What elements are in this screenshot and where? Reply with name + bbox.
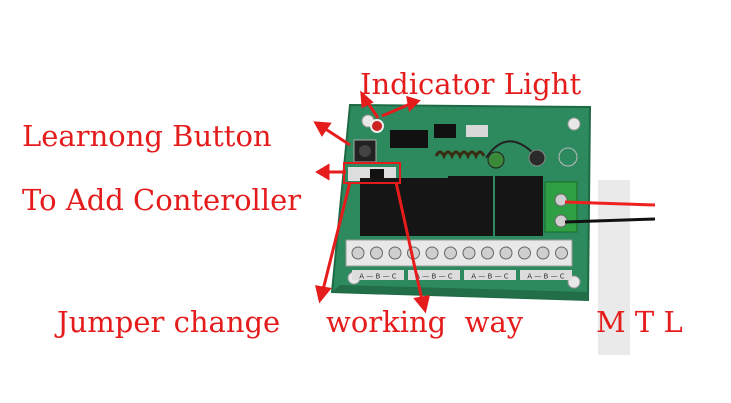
ic-chip [434, 124, 456, 138]
terminal-screw [481, 246, 494, 260]
arrow-jumper [321, 181, 352, 291]
crystal [466, 125, 488, 137]
background-panel [598, 180, 630, 355]
black-wire [564, 217, 656, 224]
relay-3 [448, 176, 493, 236]
annotation-arrows [313, 90, 430, 314]
indicator-led [370, 119, 384, 133]
terminal-screw [555, 246, 568, 260]
capacitor [487, 151, 505, 169]
silkscreen-circle [558, 147, 578, 167]
arrow-indicator-right [381, 102, 411, 118]
terminal-group-label: A — B — C [527, 273, 564, 281]
terminal-group-label: A — B — C [359, 273, 396, 281]
terminal-group-label: A — B — C [471, 273, 508, 281]
terminal-screw [351, 246, 365, 260]
terminal-label-bg [464, 270, 516, 280]
terminal-label-strip: A — B — C A — B — C A — B — C A — B — C [352, 270, 572, 281]
terminal-screw [425, 246, 439, 260]
arrow-head [413, 295, 430, 314]
arrow-head [315, 163, 330, 181]
arrow-working [394, 181, 424, 301]
red-wire [564, 200, 656, 207]
terminal-group-label: A — B — C [415, 273, 452, 281]
learning-button-label: Learnong Button [22, 119, 272, 153]
learning-button-cap [359, 145, 371, 157]
add-controller-label: To Add Conteroller [22, 183, 302, 217]
jumper-change-label: Jumper change [57, 305, 281, 339]
mtl-label: M T L [596, 305, 683, 339]
arrow-head [406, 95, 421, 113]
power-screw [554, 193, 568, 207]
arrow-head [315, 285, 332, 304]
terminal-strip [345, 239, 573, 267]
terminal-screw [499, 246, 513, 260]
antenna-wire [485, 140, 533, 159]
ic-chip [390, 130, 428, 148]
jumper-cap [370, 169, 384, 179]
pcb-edge [332, 285, 588, 300]
arrow-learning [323, 126, 351, 147]
working-way-label: working way [326, 305, 524, 339]
terminal-screw [388, 246, 402, 260]
terminal-label-bg [408, 270, 460, 280]
terminal-screws [351, 246, 568, 260]
terminal-label-bg [520, 270, 572, 280]
arrow-head [313, 121, 332, 137]
arrow-head [360, 90, 374, 109]
terminal-screw [462, 246, 476, 260]
indicator-light-label: Indicator Light [360, 67, 582, 101]
terminal-screw [536, 246, 550, 260]
terminal-screw [370, 246, 383, 260]
relay-2 [404, 178, 448, 236]
terminal-screw [518, 246, 531, 260]
terminal-screw [444, 246, 457, 260]
mount-hole [567, 117, 581, 131]
capacitor [528, 149, 546, 167]
terminal-label-bg [352, 270, 404, 280]
relay-4 [495, 176, 543, 236]
antenna-coil [434, 150, 486, 160]
